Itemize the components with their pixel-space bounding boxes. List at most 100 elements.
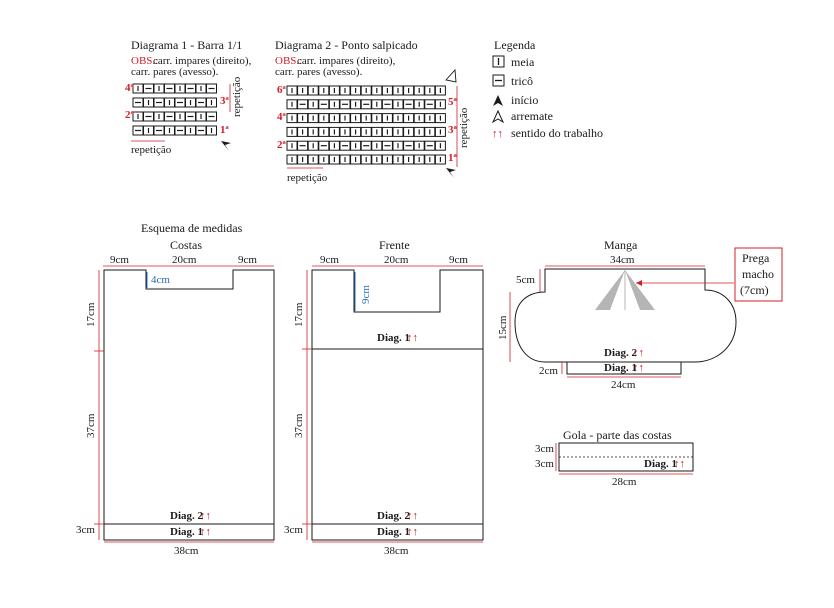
knit-stitch <box>297 154 309 165</box>
diagram-2-row-6: 6ª <box>277 84 287 96</box>
purl-stitch <box>381 140 393 151</box>
diagram-1-row-3: 3ª <box>220 95 230 107</box>
knit-stitch <box>328 112 340 124</box>
knit-stitch <box>163 125 176 136</box>
back-height-1: 17cm <box>85 302 97 327</box>
diagram-2-title: Diagrama 2 - Ponto salpicado <box>275 38 418 52</box>
pleat-shape <box>595 270 625 310</box>
knit-stitch <box>371 140 383 151</box>
knit-stitch <box>424 112 436 124</box>
back-diag1: Diag. 1 <box>170 526 203 538</box>
front-top-mid: 20cm <box>384 254 409 266</box>
purl-stitch <box>297 140 309 151</box>
purl-stitch <box>163 83 176 94</box>
front-diag1-top-arrows-icon: ↑↑ <box>407 332 418 344</box>
front-piece: Frente 9cm 20cm 9cm 9cm Diag. 1 ↑↑ 17cm … <box>284 238 484 557</box>
knit-stitch <box>286 140 298 151</box>
knit-stitch <box>350 140 362 151</box>
knit-stitch <box>434 85 446 96</box>
start-icon <box>493 95 503 106</box>
knit-stitch <box>360 85 372 96</box>
knit-stitch <box>307 85 319 96</box>
purl-stitch <box>339 99 351 110</box>
knit-stitch <box>142 97 155 108</box>
knit-stitch <box>434 140 446 151</box>
diagram-1-title: Diagrama 1 - Barra 1/1 <box>131 38 242 52</box>
legend-direction: sentido do trabalho <box>511 126 603 140</box>
purl-stitch <box>318 99 330 110</box>
pleat-line1: Prega <box>742 251 770 265</box>
knit-stitch <box>153 111 165 122</box>
legend-purl: tricô <box>511 74 533 88</box>
purl-stitch <box>132 125 144 136</box>
back-top-left: 9cm <box>110 254 129 266</box>
knit-stitch <box>350 99 362 110</box>
back-top-right: 9cm <box>238 254 257 266</box>
front-width: 38cm <box>384 545 409 557</box>
diagram-1-grid <box>132 83 218 136</box>
sleeve-piece: Manga 34cm Prega macho (7cm) 5cm 15cm 2c… <box>497 238 783 391</box>
knit-stitch <box>413 140 425 151</box>
knit-stitch <box>205 125 218 136</box>
collar-title: Gola - parte das costas <box>563 428 672 442</box>
start-arrow-icon <box>221 141 231 151</box>
sleeve-diag1: Diag. 1 <box>604 362 637 374</box>
knit-stitch <box>424 126 436 137</box>
legend: Legenda meia tricô início arremate ↑↑ se… <box>491 38 603 140</box>
knit-stitch <box>350 112 362 124</box>
knit-stitch <box>297 112 309 124</box>
purl-stitch <box>381 99 393 110</box>
back-piece: Costas 9cm 20cm 9cm 4cm 17cm 37cm 3cm 38… <box>76 238 275 557</box>
knit-stitch <box>318 154 330 165</box>
diagram-1-obs-label: OBS.: <box>131 55 158 67</box>
knit-stitch <box>184 125 197 136</box>
knit-stitch <box>360 112 372 124</box>
back-outline <box>103 269 275 541</box>
knit-stitch <box>350 126 362 137</box>
front-neck-depth: 9cm <box>360 285 372 304</box>
knit-stitch <box>392 85 404 96</box>
knit-stitch <box>434 154 446 165</box>
front-outline <box>311 269 484 541</box>
front-top-right: 9cm <box>449 254 468 266</box>
knit-stitch <box>307 126 319 137</box>
purl-stitch <box>142 83 155 94</box>
purl-stitch <box>297 99 309 110</box>
knit-stitch <box>381 126 393 137</box>
knit-stitch <box>413 126 425 137</box>
purl-stitch <box>132 97 144 108</box>
knit-stitch <box>434 99 446 110</box>
knit-stitch <box>328 85 340 96</box>
knit-stitch <box>392 112 404 124</box>
back-neck-depth: 4cm <box>151 274 170 286</box>
knit-stitch <box>286 126 298 137</box>
knit-stitch <box>413 154 425 165</box>
bind-off-icon <box>491 109 505 124</box>
bind-off-arrow-icon <box>445 68 457 83</box>
diagram-1-repeat-bottom: repetição <box>131 144 172 156</box>
front-diag1-arrows-icon: ↑↑ <box>407 526 418 538</box>
knit-stitch <box>381 112 393 124</box>
purl-stitch <box>403 99 415 110</box>
front-height-1: 17cm <box>293 302 305 327</box>
knit-stitch <box>318 85 330 96</box>
knit-stitch <box>318 112 330 124</box>
work-direction-icon: ↑↑ <box>492 128 503 140</box>
back-height-3: 3cm <box>76 524 95 536</box>
diagram-2-row-5: 5ª <box>448 96 458 108</box>
purl-stitch <box>403 140 415 151</box>
collar-width: 28cm <box>612 476 637 488</box>
knit-stitch <box>392 99 404 110</box>
knit-stitch <box>424 85 436 96</box>
diagram-1-repeat-side: repetição <box>231 76 243 117</box>
legend-bind-off: arremate <box>511 109 553 123</box>
knit-stitch <box>307 154 319 165</box>
knit-stitch <box>142 125 155 136</box>
sleeve-title: Manga <box>604 238 638 252</box>
collar-diag1-arrows-icon: ↑↑ <box>674 458 685 470</box>
knit-stitch <box>413 85 425 96</box>
knit-stitch <box>371 112 383 124</box>
knit-stitch <box>174 83 186 94</box>
knit-stitch <box>413 99 425 110</box>
knit-stitch <box>163 97 176 108</box>
